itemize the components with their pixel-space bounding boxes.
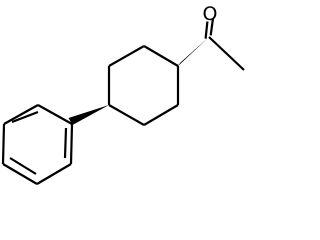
acetyl-wedge-bond [176, 37, 209, 68]
oxygen-atom-label: O [203, 3, 218, 25]
phenyl-ring [1, 104, 74, 185]
carbonyl-bond-outer [209, 18, 215, 36]
acetyl-group: O [176, 3, 245, 71]
ring-bond-2 [143, 104, 179, 126]
cyclohexane-ring [107, 45, 180, 126]
phenyl-bond-2 [36, 163, 72, 185]
methyl-bond [208, 36, 245, 71]
ring-bond-5 [108, 45, 145, 67]
phenyl-inner-bond-2 [9, 157, 37, 175]
ring-bond-6 [143, 45, 179, 67]
molecule-structure: O [1, 3, 245, 185]
phenyl-wedge-bond [68, 105, 109, 125]
phenyl-bond-1 [69, 123, 74, 165]
ring-bond-3 [108, 104, 145, 126]
phenyl-bond-5 [3, 104, 39, 125]
phenyl-bond-3 [2, 163, 38, 185]
phenyl-inner-bond-3 [11, 110, 39, 124]
phenyl-bond-6 [37, 104, 73, 125]
phenyl-bond-4 [1, 123, 6, 165]
phenyl-inner-bond-1 [63, 127, 68, 159]
carbonyl-bond-inner [204, 21, 209, 39]
